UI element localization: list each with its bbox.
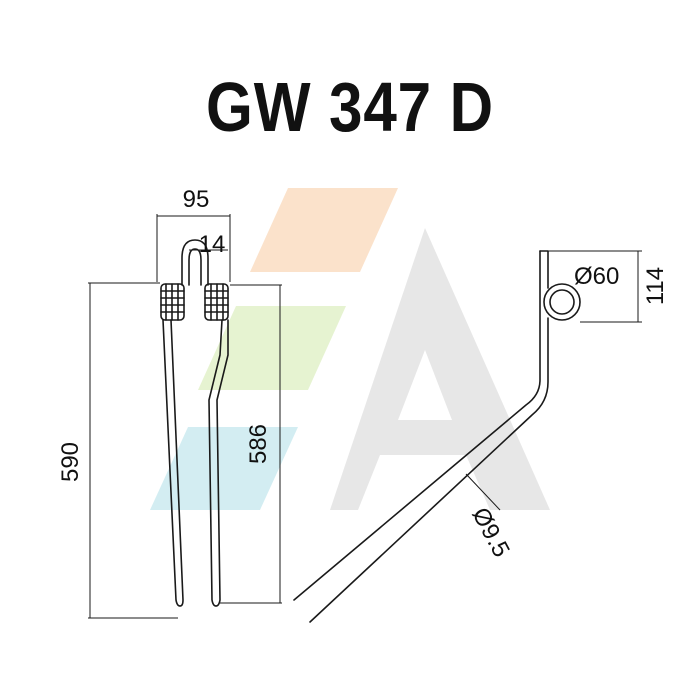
coil-inner-circle (549, 289, 575, 315)
top-tab (539, 250, 549, 289)
part-number-title: GW 347 D (206, 68, 494, 146)
dim-wire-leader (465, 473, 501, 511)
dim-width-top-label: 95 (183, 186, 210, 213)
watermark-blue-bar (150, 427, 298, 510)
dim-leg-length-label: 586 (245, 424, 272, 464)
front-view: 95 14 590 586 (57, 186, 282, 619)
left-coil (160, 283, 185, 321)
left-tine-leg (162, 319, 184, 607)
dim-coil-height-label: 114 (642, 267, 669, 305)
watermark-grey-a (330, 228, 550, 510)
dim-wire-diameter-label: Ø9.5 (466, 503, 514, 562)
tine-body-inner (309, 317, 549, 623)
coil-outer-circle (543, 283, 581, 321)
dim-total-length-label: 590 (57, 442, 84, 482)
watermark-green-bar (198, 306, 346, 390)
tine-body-outer (293, 250, 541, 601)
dim-loop-gap-label: 14 (199, 231, 226, 258)
watermark-logo (150, 188, 550, 510)
top-loop-inner (188, 248, 202, 286)
right-tine-leg (208, 319, 229, 607)
watermark-orange-bar (250, 188, 398, 272)
top-loop (181, 239, 209, 286)
dim-coil-diameter-label: Ø60 (574, 263, 619, 290)
right-coil (204, 283, 229, 321)
